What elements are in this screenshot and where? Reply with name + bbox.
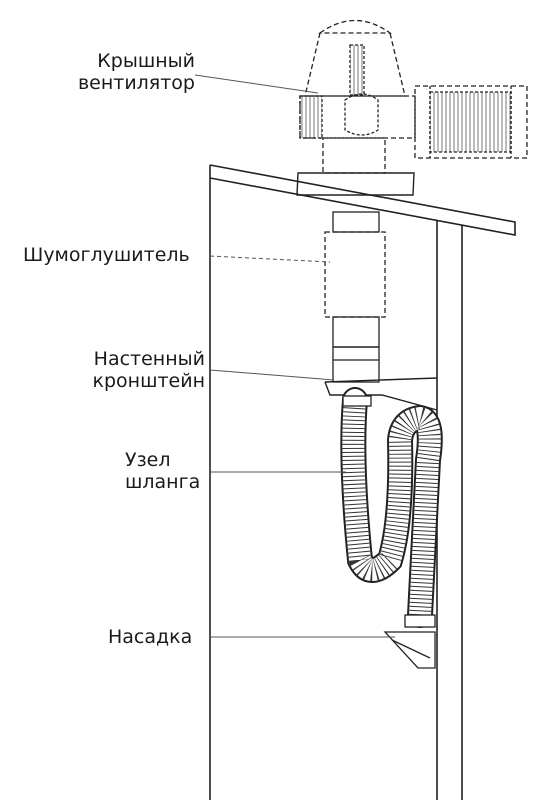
roof-fan — [296, 20, 528, 196]
label-silencer: Шумоглушитель — [23, 244, 190, 266]
nozzle — [383, 614, 436, 669]
duct-silencer — [324, 211, 386, 383]
label-roof-fan: Крышный вентилятор — [77, 50, 195, 94]
hose-assembly — [340, 387, 443, 628]
label-wall-bracket: Настенный кронштейн — [92, 348, 206, 392]
label-nozzle: Насадка — [108, 626, 193, 648]
label-hose-assembly: Узел шланга — [125, 449, 201, 493]
leader-lines — [194, 74, 395, 638]
